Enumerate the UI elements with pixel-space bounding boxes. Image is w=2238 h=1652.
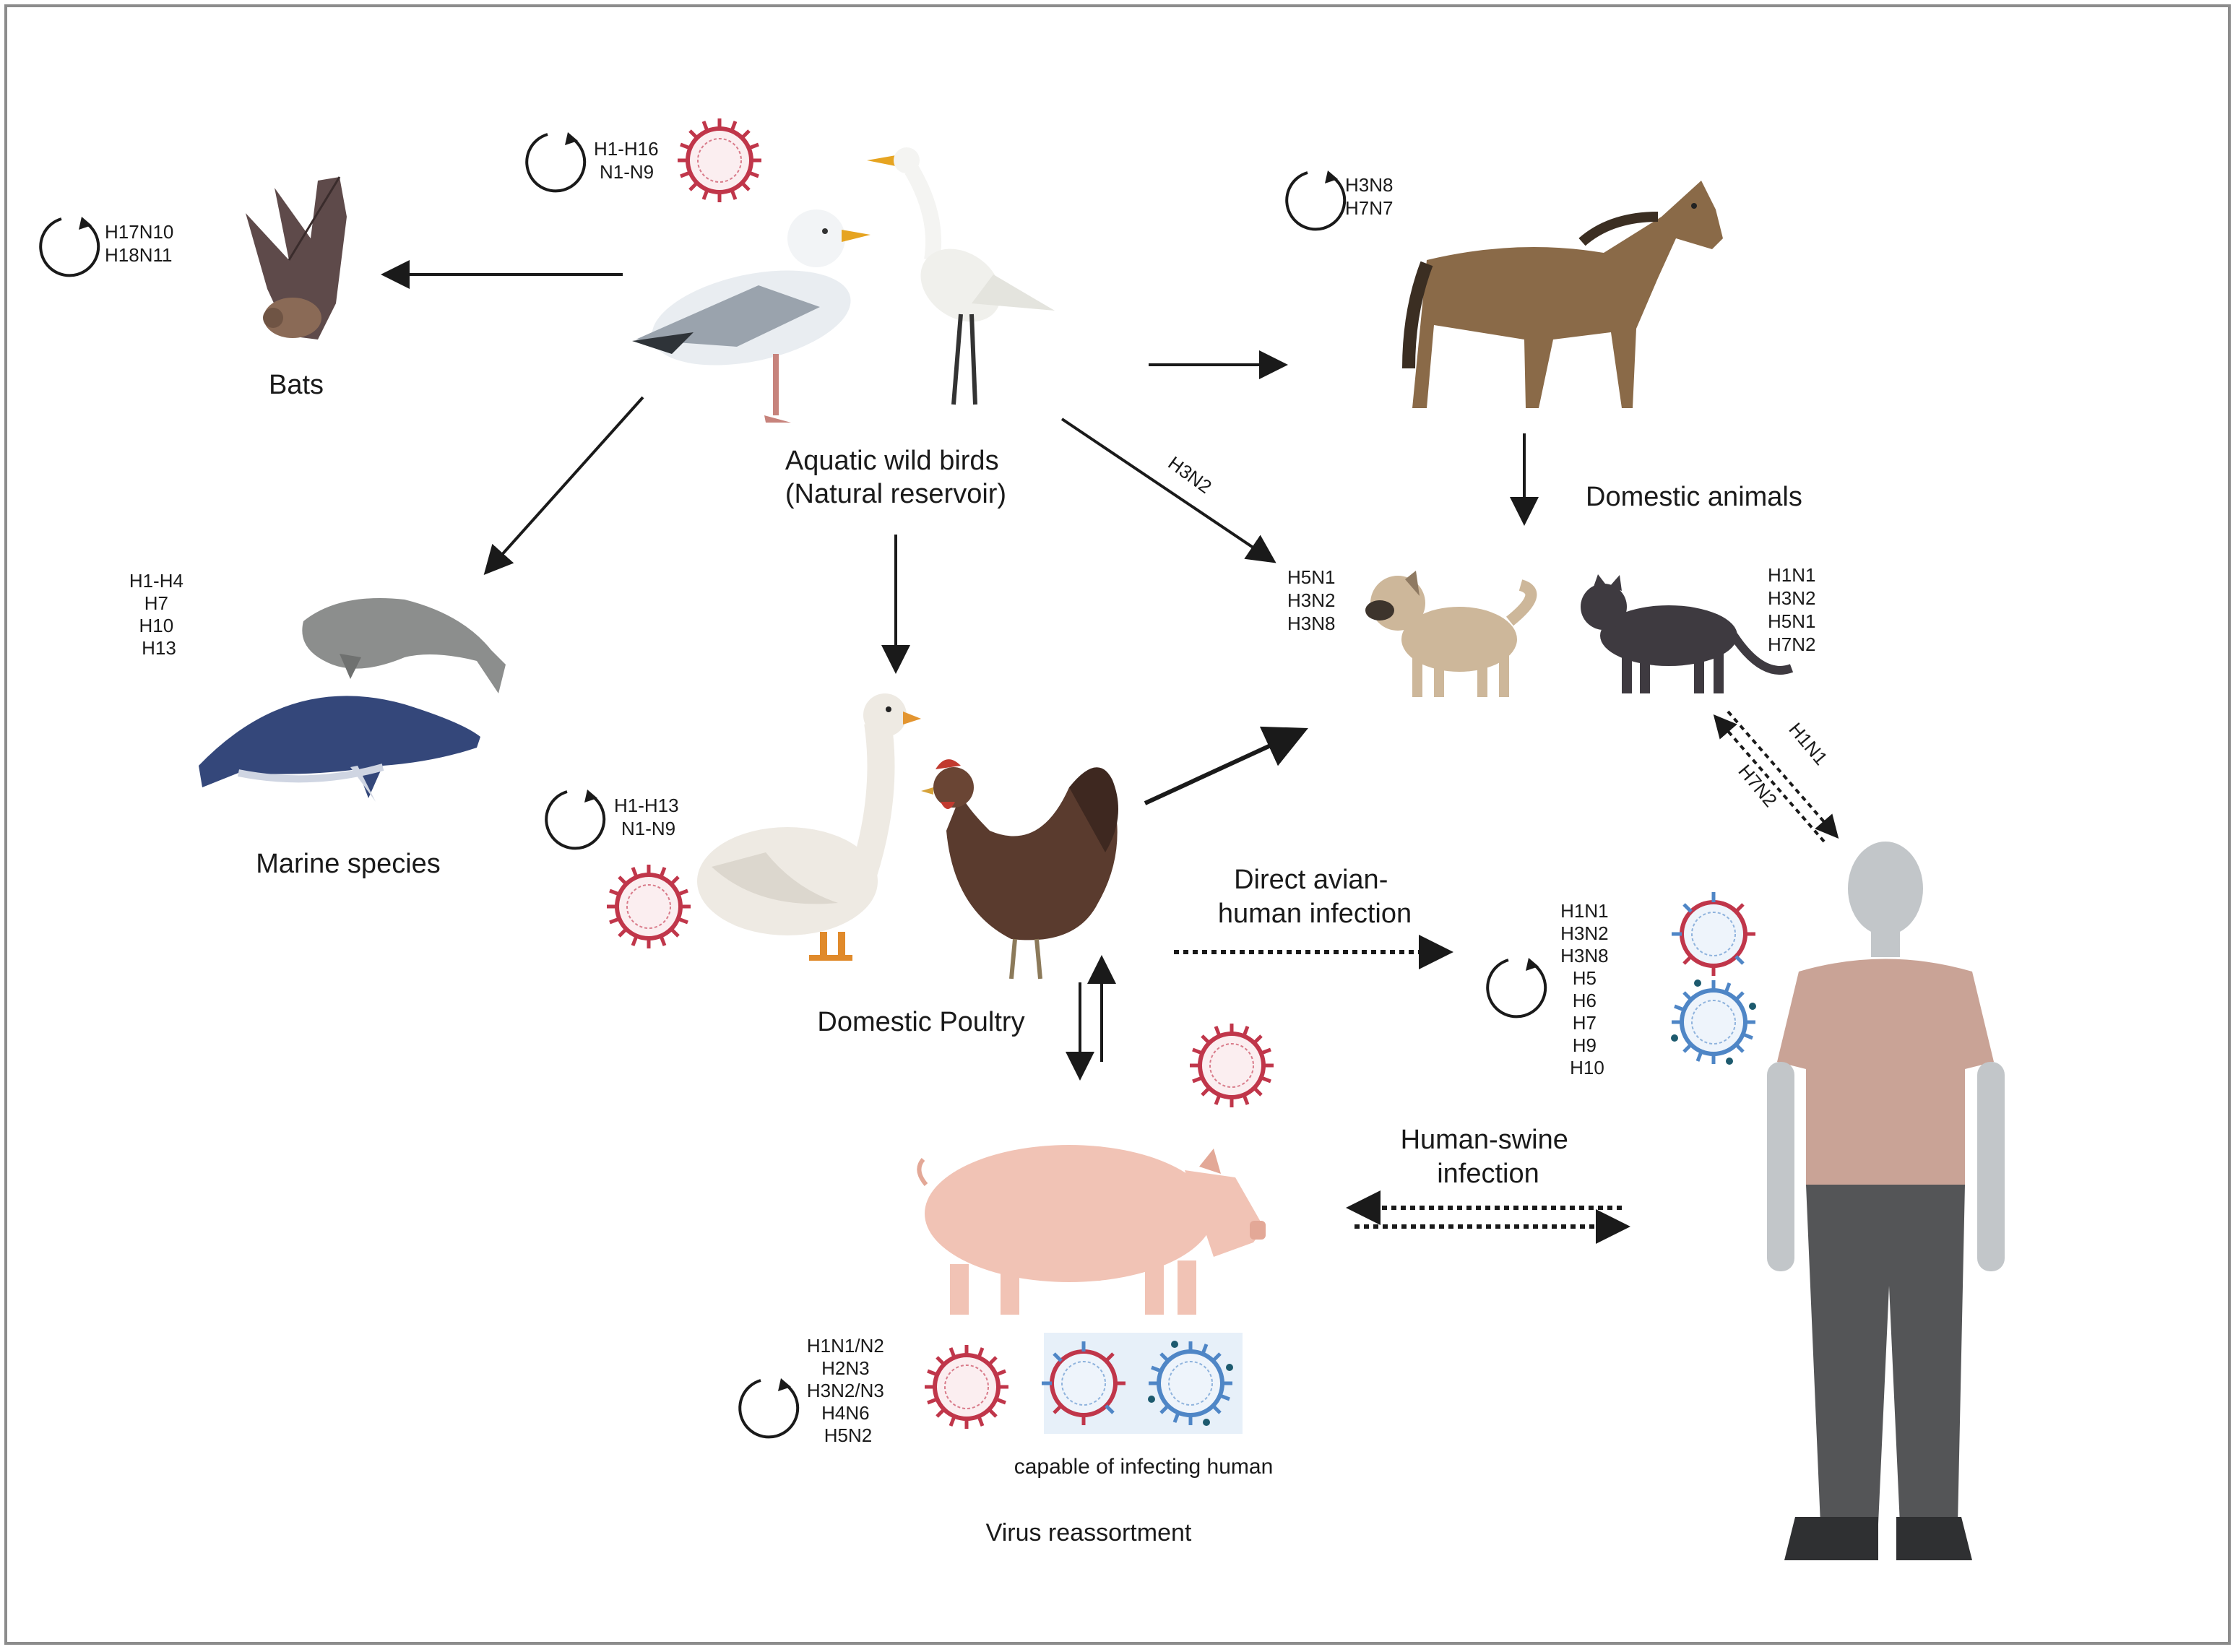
goose-icon xyxy=(697,693,921,961)
swine-subtypes: H1N1/N2 H2N3 H3N2/N3 H4N6 H5N2 xyxy=(807,1335,889,1446)
virus-icon xyxy=(1672,892,1755,976)
arrow-birds-to-domestic xyxy=(1060,418,1276,563)
cycle-icon xyxy=(545,788,606,850)
subtype: H5 xyxy=(1573,967,1597,989)
direct-avian-label: Direct avian- human infection xyxy=(1218,865,1412,929)
subtype: H13 xyxy=(142,637,176,659)
subtype: H3N2 xyxy=(1287,589,1335,611)
h3n2-edge-label: H3N2 xyxy=(1164,452,1215,498)
wild-birds-label-line: (Natural reservoir) xyxy=(785,479,1006,509)
bat-icon xyxy=(246,176,347,340)
human-swine-label-line: Human-swine xyxy=(1401,1125,1568,1155)
subtype: H7 xyxy=(1573,1012,1597,1034)
subtype: H9 xyxy=(1573,1034,1597,1056)
subtype: H1N1/N2 xyxy=(807,1335,884,1357)
marine-label: Marine species xyxy=(256,849,441,879)
subtype: H10 xyxy=(139,615,174,636)
subtype: H3N2 xyxy=(1768,587,1815,609)
subtype: N1-N9 xyxy=(621,818,675,839)
bats-subtypes: H17N10 H18N11 xyxy=(105,221,179,266)
subtype: H1-H13 xyxy=(614,795,679,816)
subtype: H2N3 xyxy=(821,1357,869,1379)
rooster-icon xyxy=(921,759,1118,979)
wild-birds-subtypes: H1-H16 N1-N9 xyxy=(594,138,664,183)
cat-subtypes: H1N1 H3N2 H5N1 H7N2 xyxy=(1768,564,1821,655)
virus-icon xyxy=(1190,1024,1274,1107)
virus-icon xyxy=(1671,979,1756,1065)
human-swine-label-line: infection xyxy=(1437,1159,1539,1189)
cycle-icon xyxy=(525,131,587,193)
arrow-poultry-to-domestic xyxy=(1144,726,1308,805)
subtype: H3N2 xyxy=(1560,922,1608,944)
cat-human-down-label: H7N2 xyxy=(1734,761,1781,811)
human-subtypes: H1N1 H3N2 H3N8 H5 H6 H7 H9 H10 xyxy=(1560,900,1614,1078)
horse-icon xyxy=(1402,181,1723,408)
virus-icon xyxy=(925,1345,1008,1429)
subtype: H1-H4 xyxy=(129,570,183,592)
domestic-animals-label: Domestic animals xyxy=(1586,482,1802,512)
direct-avian-label-line: Direct avian- xyxy=(1234,865,1388,895)
horse-subtypes: H3N8 H7N7 xyxy=(1345,174,1399,219)
virus-icon xyxy=(678,118,761,202)
subtype: H1N1 xyxy=(1768,564,1815,586)
arrow-human-to-cat xyxy=(1713,714,1826,843)
cat-human-up-label: H1N1 xyxy=(1784,719,1832,769)
cat-icon xyxy=(1581,574,1794,693)
arrows xyxy=(381,260,1839,1244)
arrow-birds-to-marine xyxy=(483,396,644,575)
pig-icon xyxy=(917,1145,1266,1315)
subtype: H3N8 xyxy=(1287,613,1335,634)
cycle-icon xyxy=(1486,956,1547,1019)
arrow-cat-to-human xyxy=(1727,710,1839,839)
direct-avian-label-line: human infection xyxy=(1218,899,1412,929)
subtype: H5N2 xyxy=(824,1424,872,1446)
subtype: H17N10 xyxy=(105,221,173,243)
wild-birds-label: Aquatic wild birds (Natural reservoir) xyxy=(785,446,1006,509)
human-icon xyxy=(1767,842,2005,1560)
virus-icon xyxy=(1042,1341,1126,1425)
marine-subtypes: H1-H4 H7 H10 H13 xyxy=(129,570,189,659)
poultry-subtypes: H1-H13 N1-N9 xyxy=(614,795,684,839)
human-swine-label: Human-swine infection xyxy=(1401,1125,1576,1189)
subtype: H6 xyxy=(1573,990,1597,1011)
subtype: H3N8 xyxy=(1345,174,1393,196)
subtype: H5N1 xyxy=(1768,610,1815,632)
subtype: H4N6 xyxy=(821,1402,869,1424)
subtype: H7N7 xyxy=(1345,197,1393,219)
cycle-icon xyxy=(39,215,100,277)
bats-label: Bats xyxy=(269,370,324,400)
poultry-label: Domestic Poultry xyxy=(817,1007,1024,1037)
seagull-icon xyxy=(632,209,870,423)
subtype: N1-N9 xyxy=(600,161,654,183)
reassortment-label: Virus reassortment xyxy=(986,1519,1192,1547)
subtype: H5N1 xyxy=(1287,566,1335,588)
wild-birds-label-line: Aquatic wild birds xyxy=(785,446,999,476)
subtype: H3N8 xyxy=(1560,945,1608,966)
cycle-icon xyxy=(738,1377,800,1439)
whale-icon xyxy=(199,696,480,802)
subtype: H10 xyxy=(1570,1057,1604,1078)
subtype: H3N2/N3 xyxy=(807,1380,884,1401)
dog-icon xyxy=(1365,571,1537,697)
manatee-icon xyxy=(302,598,506,693)
figure-frame xyxy=(4,4,2231,1645)
subtype: H1-H16 xyxy=(594,138,659,160)
cycle-icon xyxy=(1285,169,1347,231)
virus-icon xyxy=(607,865,691,948)
subtype: H1N1 xyxy=(1560,900,1608,922)
dog-subtypes: H5N1 H3N2 H3N8 xyxy=(1287,566,1341,634)
capable-label: capable of infecting human xyxy=(1014,1455,1274,1479)
egret-icon xyxy=(867,147,1055,405)
subtype: H18N11 xyxy=(105,244,172,266)
subtype: H7 xyxy=(144,592,168,614)
subtype: H7N2 xyxy=(1768,633,1815,655)
